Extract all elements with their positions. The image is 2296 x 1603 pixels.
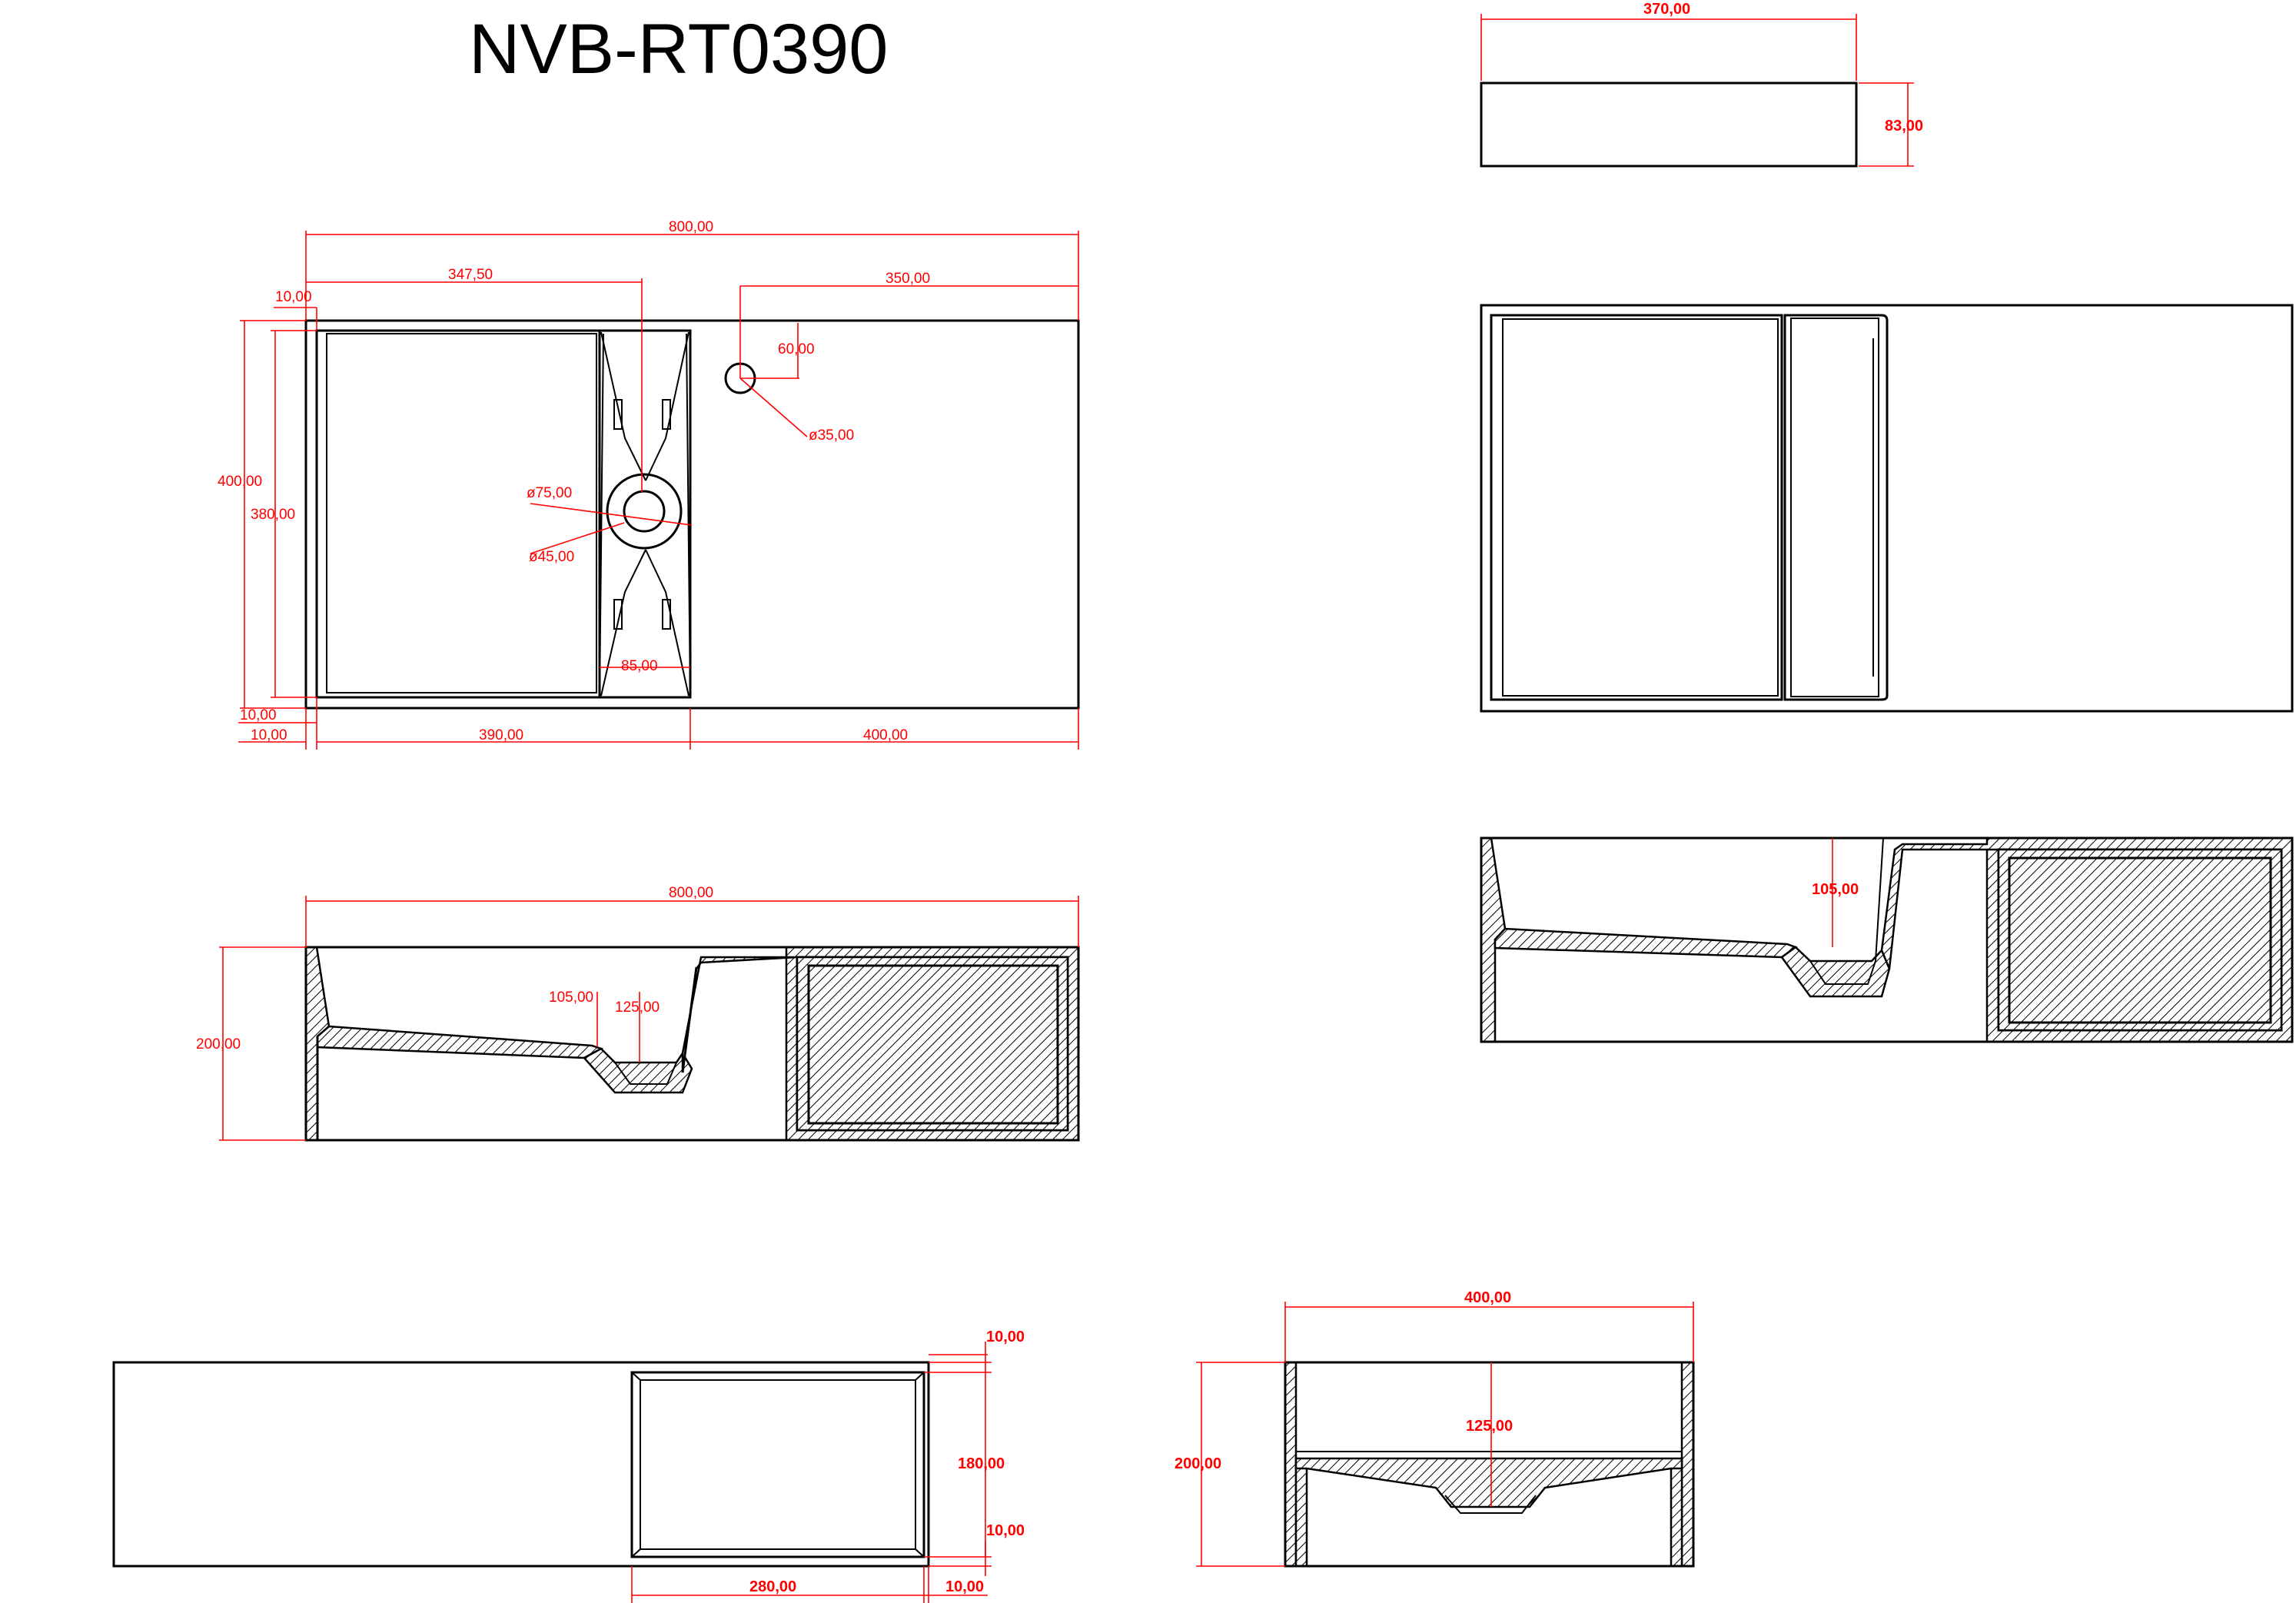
dim-right-drain-depth: 105,00 <box>1812 881 1859 898</box>
dim-left-wall: 10,00 <box>275 289 312 305</box>
right-section: 105,00 <box>1480 836 2294 1043</box>
dim-shelf-bottom: 400,00 <box>863 727 908 743</box>
dim-rear-top-wall: 10,00 <box>986 1329 1025 1345</box>
dim-end-drain-neck: 125,00 <box>1466 1418 1513 1435</box>
basin-outline <box>315 329 601 699</box>
top-view: 800,00 347,50 350,00 10,00 60,00 ø35,00 … <box>218 219 1080 750</box>
dim-left-wall-bottom: 10,00 <box>251 727 287 743</box>
dim-width-outer: 400,00 <box>218 474 262 490</box>
drain-inner-circle <box>623 490 666 533</box>
rear-view: 10,00 180,00 10,00 280,00 10,00 <box>112 1329 1025 1603</box>
dim-rear-opening-width: 280,00 <box>749 1578 796 1595</box>
dim-width-inner: 380,00 <box>251 507 295 523</box>
front-section-outline <box>304 946 1080 1142</box>
end-section: 400,00 200,00 125,00 <box>1175 1289 1695 1568</box>
dim-front-drain-depth: 105,00 <box>549 989 593 1006</box>
dim-tap-offset: 350,00 <box>886 271 930 287</box>
dim-tap-y: 60,00 <box>778 341 815 358</box>
drain-outer-circle <box>606 473 683 550</box>
dim-drain-outer: ø75,00 <box>527 485 572 501</box>
dim-channel-width: 85,00 <box>621 658 658 674</box>
top-view-outline <box>304 319 1080 710</box>
dim-overall-length: 800,00 <box>669 219 713 235</box>
dim-basin-bottom: 390,00 <box>479 727 523 743</box>
dim-rear-side-wall: 10,00 <box>945 1578 984 1595</box>
dim-end-width: 400,00 <box>1464 1289 1511 1306</box>
dim-rear-bottom-wall: 10,00 <box>986 1522 1025 1539</box>
dim-bottom-wall: 10,00 <box>240 707 277 723</box>
dim-tap-hole: ø35,00 <box>809 427 854 444</box>
rear-view-outline <box>112 1361 930 1568</box>
side-top-outline <box>1480 81 1858 168</box>
dim-basin-length: 347,50 <box>448 267 493 283</box>
dim-drain-inner: ø45,00 <box>529 549 574 565</box>
dim-front-length: 800,00 <box>669 885 713 901</box>
right-plan-outline <box>1480 304 2294 713</box>
dim-front-drain-neck: 125,00 <box>615 999 660 1016</box>
end-section-outline <box>1284 1361 1695 1568</box>
rear-opening <box>630 1371 925 1558</box>
dim-end-height: 200,00 <box>1175 1455 1221 1472</box>
drawing-title: NVB-RT0390 <box>469 10 888 88</box>
dim-rear-opening-height: 180,00 <box>958 1455 1005 1472</box>
right-plan-view <box>1480 304 2294 713</box>
side-top-view: 370,00 83,00 <box>1480 1 1923 168</box>
dim-side-depth: 370,00 <box>1643 1 1690 18</box>
right-section-outline <box>1480 836 2294 1043</box>
dim-front-height: 200,00 <box>196 1036 241 1053</box>
front-section: 800,00 200,00 105,00 125,00 <box>196 885 1080 1142</box>
dim-side-height: 83,00 <box>1885 118 1923 135</box>
